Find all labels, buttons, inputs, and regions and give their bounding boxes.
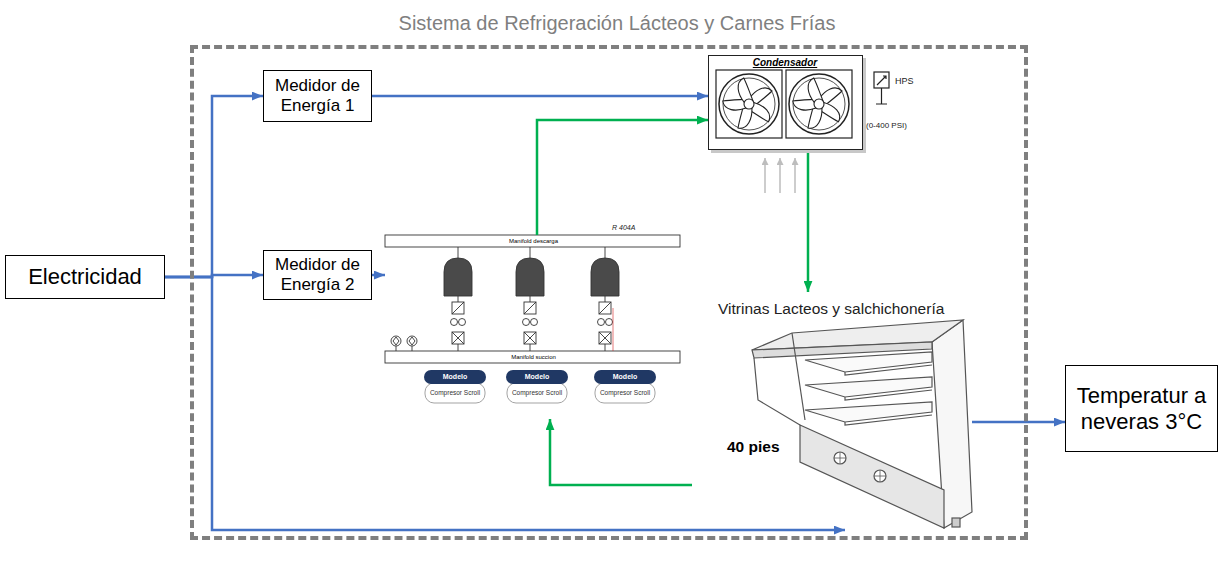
gauge-symbol — [391, 336, 417, 351]
model-badge-shape — [424, 370, 656, 403]
diagram-title: Sistema de Refrigeración Lácteos y Carne… — [198, 12, 1036, 35]
case-size: 40 pies — [727, 438, 780, 456]
fan-symbol — [786, 70, 852, 138]
compressor-dome — [444, 258, 472, 296]
flow-arrow — [807, 150, 810, 292]
meter-box: Medidor de Energía 1 — [263, 70, 372, 122]
flow-arrow — [165, 96, 263, 277]
box-label: Medidor de Energía 1 — [270, 76, 365, 115]
display-case-drawing — [752, 320, 972, 528]
display-case: Vitrinas Lacteos y salchichonería 40 pies — [692, 292, 972, 530]
output-box: Temperatur a neveras 3°C — [1065, 365, 1218, 452]
airflow-arrow — [764, 158, 766, 193]
airflow-arrow — [794, 158, 796, 193]
flow-arrow — [972, 421, 1065, 424]
condenser-body — [708, 55, 863, 150]
system-boundary: Sistema de Refrigeración Lácteos y Carne… — [190, 45, 1028, 540]
model-badge: Modelo — [594, 371, 656, 383]
source-box: Electricidad — [5, 255, 165, 299]
compressor-dome — [591, 258, 619, 296]
box-label: Temperatur a neveras 3°C — [1077, 383, 1207, 434]
meter-box: Medidor de Energía 2 — [263, 250, 372, 300]
flow-arrow — [550, 419, 692, 485]
flow-arrow — [372, 274, 385, 277]
manifold-label: Manifold descarga — [385, 237, 682, 245]
pressure-switch-symbol — [874, 72, 889, 104]
case-title: Vitrinas Lacteos y salchichonería — [718, 300, 944, 318]
airflow-arrow — [779, 158, 781, 193]
compressor-type: Compresor Scroll — [507, 388, 567, 398]
compressor-dome — [516, 258, 544, 296]
unit-title: Condensador — [708, 57, 863, 69]
flow-arrow — [372, 95, 708, 98]
pressure-range: (0-400 PSI) — [866, 121, 907, 130]
box-label: Electricidad — [28, 264, 142, 289]
box-label: Medidor de Energía 2 — [270, 255, 365, 294]
condenser-unit: Condensador — [708, 55, 863, 150]
flow-arrow — [537, 120, 708, 235]
refrigerant-label: R 404A — [612, 224, 635, 231]
compressor-type: Compresor Scroll — [425, 388, 485, 398]
switch-label: HPS — [895, 76, 914, 86]
compressor-rack-drawing — [385, 235, 680, 403]
fan-symbol — [716, 70, 782, 138]
model-badge: Modelo — [424, 371, 486, 383]
model-badge: Modelo — [506, 371, 568, 383]
condenser-drawing — [708, 55, 863, 193]
compressor-type: Compresor Scroll — [595, 388, 655, 398]
manifold-label: Manifold succion — [385, 353, 682, 361]
